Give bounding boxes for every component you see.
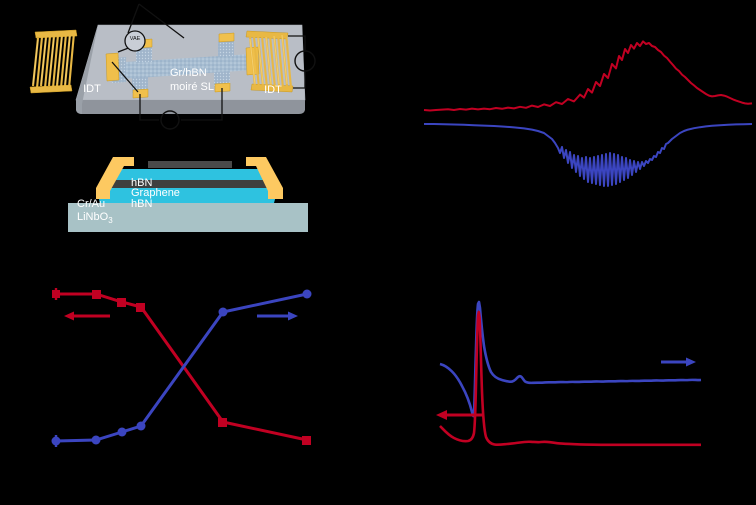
idt-left <box>29 29 78 94</box>
panel-b-blue-trace <box>424 123 753 187</box>
cross-section-hbn-bottom <box>96 188 278 203</box>
label-cr-au: Cr/Au <box>77 198 105 210</box>
vae-meter-label: VAE <box>130 36 141 42</box>
cross-section-schematic: hBN Graphene hBN Cr/Au LiNbO3 <box>68 157 308 232</box>
vae-leads <box>111 61 139 93</box>
label-linbo3-main: LiNbO <box>77 211 109 223</box>
cross-section-substrate <box>68 203 308 232</box>
panel-c-right-axis-arrow <box>257 311 298 321</box>
panel-b-frequency-response <box>378 0 756 252</box>
idt-right <box>245 30 294 93</box>
panel-a-device-schematic: IDT <box>0 0 378 252</box>
panel-d-axes <box>433 278 705 453</box>
panel-d-red-trace <box>439 310 701 447</box>
bottom-meter-circuit <box>139 88 223 121</box>
panel-d-sharp-resonance <box>378 252 756 505</box>
vae-meter-circle <box>124 30 146 52</box>
panel-d-left-axis-arrow <box>436 410 483 420</box>
cross-section-top-gate <box>148 161 232 168</box>
channel-label-line1: Gr/hBN <box>170 67 207 79</box>
label-graphene: Graphene <box>131 187 180 199</box>
panel-c-red-line <box>56 292 308 442</box>
cross-section-hbn-top <box>102 169 272 180</box>
cross-section-graphene <box>100 180 274 188</box>
panel-c-red-markers <box>52 290 311 445</box>
label-linbo3: LiNbO3 <box>77 211 113 225</box>
bottom-meter-circle <box>160 110 180 130</box>
panel-c-blue-markers <box>51 289 312 446</box>
channel-label-line2: moiré SL <box>170 81 214 93</box>
label-hbn-bottom: hBN <box>131 198 152 210</box>
panel-c-left-axis-arrow <box>64 311 110 321</box>
idt-left-label: IDT <box>83 83 101 95</box>
rf-source-circuit <box>288 35 306 89</box>
label-linbo3-sub: 3 <box>108 216 113 225</box>
cross-section-contact-left <box>96 157 134 199</box>
panel-b-red-trace <box>423 40 753 112</box>
panel-c-axes <box>51 274 331 471</box>
cross-section-contact-right <box>246 157 283 199</box>
panel-d-right-axis-arrow <box>661 357 696 367</box>
idt-right-label: IDT <box>264 84 282 96</box>
label-hbn-top: hBN <box>131 177 152 189</box>
panel-c-crossing-curves <box>0 252 378 505</box>
panel-b-axes <box>423 22 704 207</box>
panel-c-blue-line <box>55 292 308 443</box>
rf-source-circle <box>294 50 316 72</box>
